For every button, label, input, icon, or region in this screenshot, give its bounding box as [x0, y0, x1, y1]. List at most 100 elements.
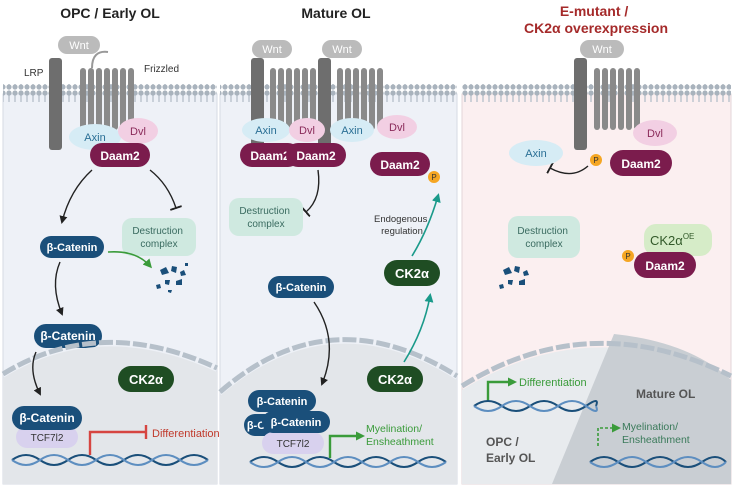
ck2a-label: CK2α [129, 372, 163, 387]
dvl-label: Dvl [130, 126, 146, 138]
panel-opc-early-ol: OPC / Early OL Wnt LRP Frizzled Axin Dvl… [1, 5, 220, 485]
wnt-label: Wnt [592, 44, 612, 56]
ck2a-protein-cytoplasm [384, 260, 440, 286]
ck2a-to-daam2-arrow [411, 193, 441, 257]
daam2-protein-c [370, 152, 430, 176]
nuclear-envelope [218, 337, 459, 394]
phosphate-label-1: P [593, 156, 598, 165]
daam2-protein [90, 143, 150, 167]
differentiation-label: Differentiation [152, 428, 220, 440]
lrp-label: LRP [24, 68, 44, 79]
frizzled-receptor-1 [270, 68, 316, 130]
dvl-protein [118, 118, 158, 144]
degraded-fragments [156, 263, 188, 293]
axin-label-2: Axin [341, 125, 362, 137]
myelination-label: Myelination/ Ensheathment [366, 423, 434, 448]
weak-myelination-arrow [597, 423, 621, 446]
degraded-fragments [499, 266, 529, 289]
beta-catenin-front-label-1: β-Catenin [257, 396, 308, 408]
dna-helix-1 [473, 400, 598, 412]
tcf7l2-protein [16, 426, 78, 448]
nuclear-envelope [1, 340, 219, 377]
phosphate-group-1 [590, 154, 602, 166]
nucleus-mature [552, 334, 731, 484]
endogenous-regulation-label: Endogenous regulation [374, 214, 430, 237]
ck2a-protein [118, 366, 174, 392]
destruction-complex [229, 198, 303, 236]
beta-catenin-back-label: β-C [247, 420, 265, 432]
panel-1-title: OPC / Early OL [60, 5, 160, 21]
axin-label: Axin [84, 132, 105, 144]
phosphate-group [428, 171, 440, 183]
dna-helix [11, 454, 209, 466]
dvl-label-2: Dvl [389, 122, 405, 134]
frizzled-receptor [80, 68, 134, 130]
tcf7l2-protein [262, 432, 324, 454]
daam2-to-bcatenin-arrow [59, 169, 93, 224]
beta-catenin-label-3: β-Catenin [19, 411, 74, 425]
daam2-inhibits-destruction [301, 169, 320, 218]
beta-catenin-front-1 [248, 390, 316, 412]
differentiation-arrow [486, 377, 517, 402]
myelination-arrow [328, 431, 365, 458]
phosphate-label: P [431, 173, 436, 182]
beta-catenin-cytoplasm [268, 276, 334, 298]
panel-mature-ol: Mature OL Wnt Wnt Axin Dvl Axin Dvl Daam… [218, 5, 459, 485]
ck2a-overexpression [644, 224, 712, 256]
ck2a-export-arrow [403, 293, 434, 363]
beta-catenin-label: β-Catenin [276, 282, 327, 294]
daam2-label-b: Daam2 [645, 259, 685, 273]
axin-protein-2 [330, 118, 374, 142]
beta-catenin-label-1: β-Catenin [47, 242, 98, 254]
degradation-arrow [107, 250, 152, 269]
axin-label-1: Axin [255, 125, 276, 137]
phosphate-label-2: P [625, 252, 630, 261]
blocked-differentiation-arrow [88, 430, 146, 455]
beta-catenin-label-2: β-Catenin [40, 329, 95, 343]
destruction-label: Destruction complex [239, 206, 292, 230]
wnt-ligand-1 [252, 40, 292, 58]
dvl-protein-2 [377, 115, 417, 139]
daam2-protein-a [240, 143, 300, 167]
lrp-receptor [574, 58, 587, 150]
myelination-label: Myelination/ Ensheathment [622, 421, 690, 446]
daam2-protein-a [610, 150, 672, 176]
wnt-label-1: Wnt [262, 44, 282, 56]
destruction-complex [122, 218, 196, 256]
panel-2-title: Mature OL [301, 5, 371, 21]
dvl-label-1: Dvl [299, 125, 315, 137]
wnt-ligand [580, 40, 624, 58]
daam2-label-b: Daam2 [296, 149, 336, 163]
phosphate-group-2 [622, 250, 634, 262]
daam2-inhibits-destruction [149, 169, 183, 211]
wnt-label-2: Wnt [332, 44, 352, 56]
beta-catenin-nuclear [12, 406, 82, 430]
differentiation-label: Differentiation [519, 377, 587, 389]
beta-catenin-front-2 [262, 411, 330, 433]
daam2-protein-b [634, 252, 696, 278]
dvl-protein [633, 120, 677, 146]
daam2-label-a: Daam2 [250, 149, 290, 163]
dvl-label: Dvl [647, 128, 663, 140]
lrp-receptor [49, 58, 62, 150]
panel-e-mutant: E-mutant / CK2α overexpression Wnt Dvl D… [460, 3, 733, 485]
nuclear-envelope [460, 340, 733, 389]
daam2-protein-b [286, 143, 346, 167]
dna-helix-2 [589, 456, 727, 468]
daam2-label: Daam2 [100, 149, 140, 163]
frizzled-receptor-2 [337, 68, 383, 130]
beta-catenin-cytoplasm [40, 236, 104, 258]
dvl-protein-1 [289, 118, 325, 142]
tcf7l2-label: TCF7l2 [277, 439, 310, 450]
panel-3-title: E-mutant / CK2α overexpression [524, 3, 668, 36]
daam2-label-a: Daam2 [621, 157, 661, 171]
daam2-inhibits-axin [546, 162, 589, 175]
daam2-label-c: Daam2 [380, 158, 420, 172]
wnt-label: Wnt [69, 40, 89, 52]
ck2a-label-1: CK2α [395, 266, 429, 281]
destruction-label: Destruction complex [517, 226, 570, 250]
beta-catenin-front-label-2: β-Catenin [271, 417, 322, 429]
ck2a-oe-label: CK2αOE [650, 232, 694, 248]
ck2a-protein-nuclear [367, 366, 423, 392]
